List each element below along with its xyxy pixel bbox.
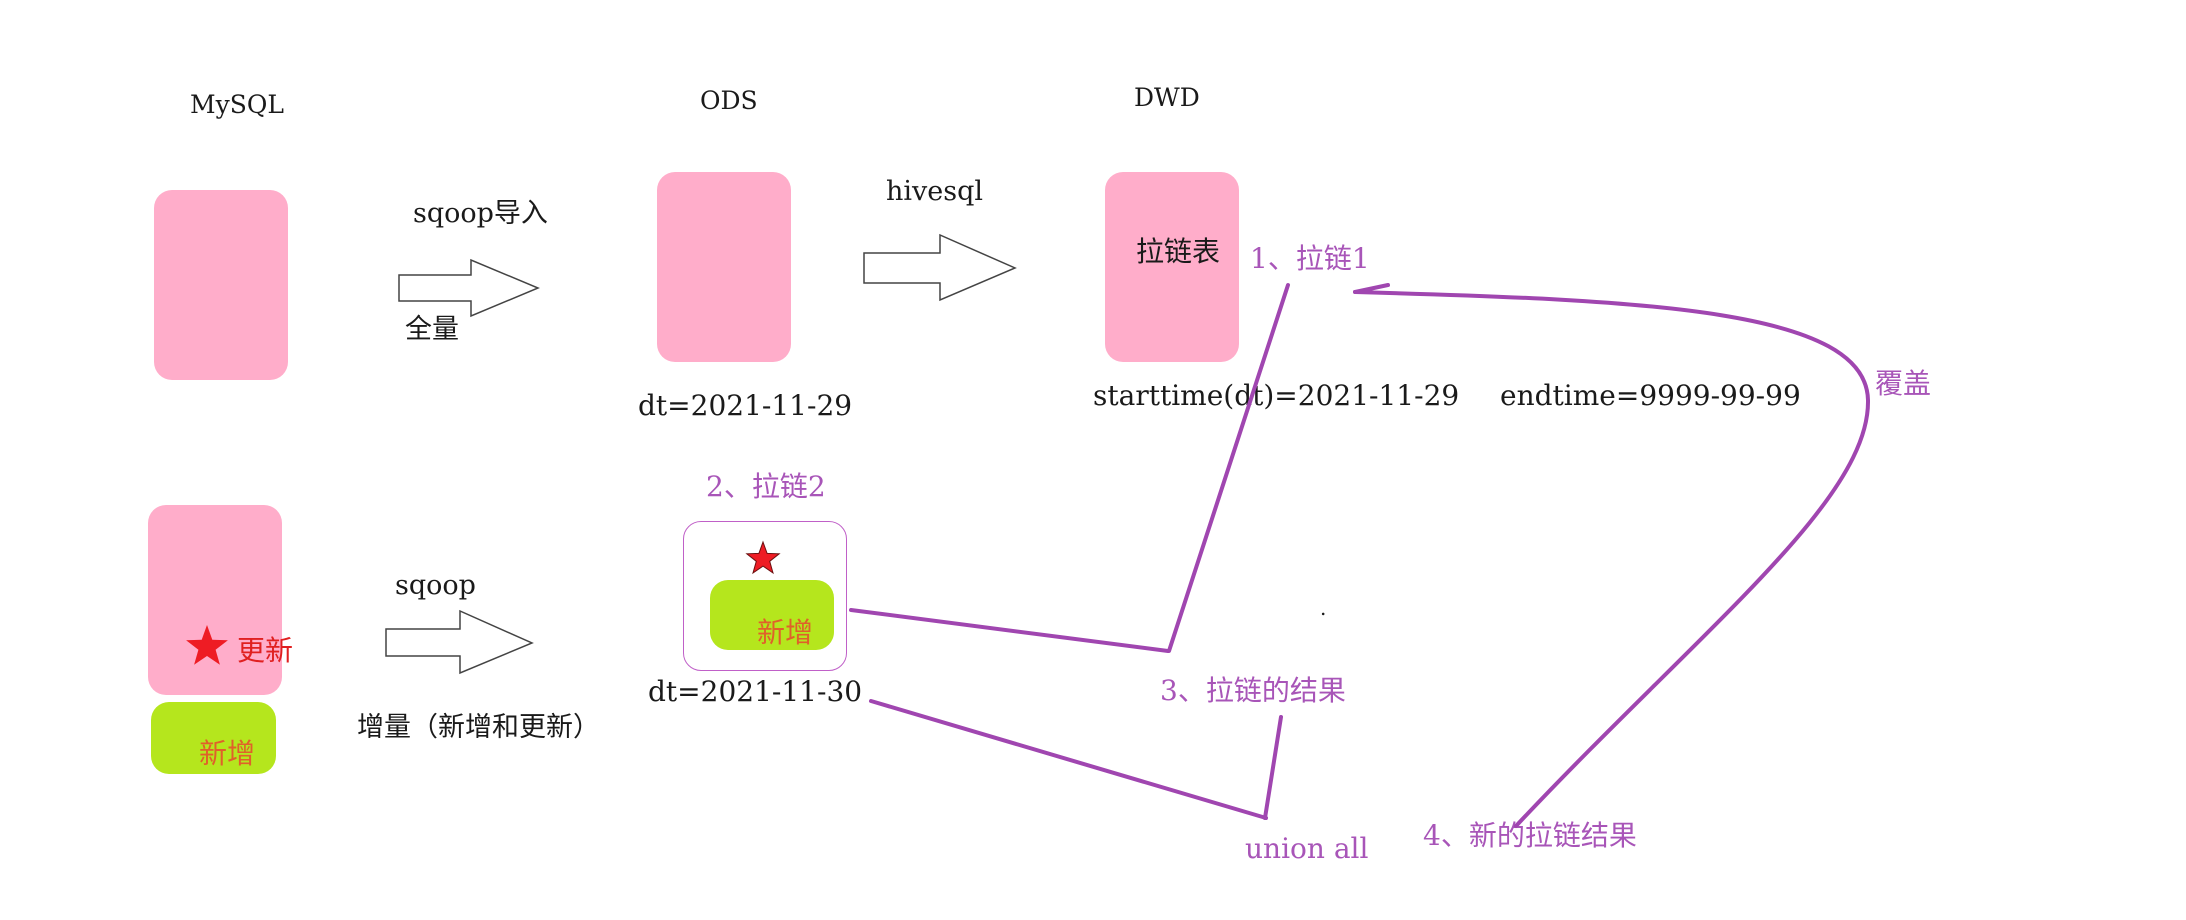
dwd-zipper-table-box	[1105, 172, 1239, 362]
hivesql-label: hivesql	[886, 176, 984, 207]
step2-label: 2、拉链2	[706, 470, 826, 503]
ods-new-label: 新增	[757, 616, 814, 649]
step4-label: 4、新的拉链结果	[1423, 819, 1637, 852]
sqoop-incremental-label: sqoop	[395, 570, 476, 601]
hivesql-arrow	[863, 233, 1017, 302]
connector-step3-to-union	[1263, 715, 1283, 820]
sqoop-import-label: sqoop导入	[413, 198, 548, 229]
dwd-starttime-label: starttime(dt)=2021-11-29	[1093, 379, 1460, 412]
overwrite-label: 覆盖	[1875, 367, 1932, 400]
ods-new-rows-box	[710, 580, 834, 650]
overwrite-curve	[1353, 290, 1871, 828]
dwd-endtime-label: endtime=9999-99-99	[1500, 379, 1801, 412]
sqoop-full-arrow	[398, 258, 540, 318]
ods-partition-top: dt=2021-11-29	[638, 389, 853, 422]
mysql-header: MySQL	[190, 90, 284, 119]
ods-partition-bottom: dt=2021-11-30	[648, 675, 863, 708]
full-load-label: 全量	[405, 314, 459, 345]
step1-label: 1、拉链1	[1250, 242, 1370, 275]
stray-dot: .	[1320, 596, 1327, 620]
step3-label: 3、拉链的结果	[1160, 674, 1346, 707]
ods-header: ODS	[700, 86, 758, 115]
mysql-new-rows-box	[151, 702, 276, 774]
ods-table-box	[657, 172, 791, 362]
updated-star-icon	[186, 625, 228, 665]
incremental-sublabel: 增量（新增和更新）	[357, 712, 600, 743]
mysql-table-box-incremental	[148, 505, 282, 695]
dwd-zipper-table-label: 拉链表	[1136, 235, 1221, 268]
mysql-table-box	[154, 190, 288, 380]
overwrite-arrowhead	[1353, 283, 1390, 294]
union-all-label: union all	[1245, 832, 1369, 865]
connector-ods-partition-to-union	[869, 699, 1268, 820]
mysql-new-label: 新增	[199, 737, 256, 770]
sqoop-incremental-arrow	[385, 609, 534, 675]
updated-star-icon-ods	[745, 540, 781, 575]
connector-step1-to-join	[1167, 283, 1290, 653]
ods-incremental-frame	[683, 521, 847, 671]
dwd-header: DWD	[1134, 83, 1200, 112]
mysql-updated-label: 更新	[237, 634, 294, 667]
connector-ods-new-to-join	[849, 608, 1170, 653]
